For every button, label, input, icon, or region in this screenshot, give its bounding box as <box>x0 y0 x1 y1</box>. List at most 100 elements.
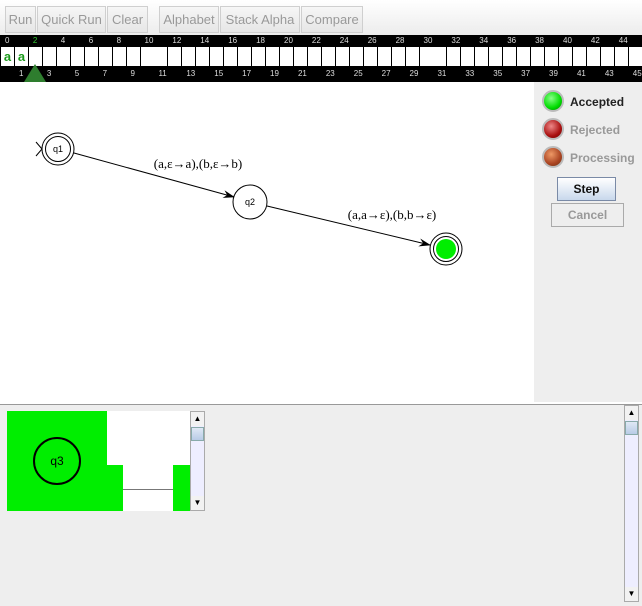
tape-cell[interactable] <box>42 47 56 66</box>
tape-index: 39 <box>549 69 558 78</box>
tape-index: 20 <box>284 36 293 45</box>
tape-cell[interactable] <box>586 47 600 66</box>
state-label: q2 <box>245 197 255 207</box>
tape-index: 31 <box>437 69 447 78</box>
tape-index: 28 <box>395 36 405 45</box>
tape-cell[interactable] <box>419 47 433 66</box>
transition-q1-q2 <box>73 152 235 198</box>
rejected-lamp-icon <box>542 118 564 140</box>
tape-cell[interactable] <box>210 47 224 66</box>
tape-cell[interactable] <box>614 47 628 66</box>
tape-index: 41 <box>576 69 586 78</box>
run-button[interactable]: Run <box>5 6 36 33</box>
toolbar: Run Quick Run Clear Alphabet Stack Alpha… <box>0 0 642 35</box>
tape-index: 15 <box>214 69 224 78</box>
tape-index: 43 <box>604 69 614 78</box>
cancel-button[interactable]: Cancel <box>551 203 624 227</box>
tape-cell[interactable] <box>628 47 642 66</box>
tape-cell[interactable] <box>224 47 238 66</box>
configuration-panel: q3 ▲▼ ▲▼ <box>0 404 642 606</box>
tape-cell[interactable] <box>112 47 126 66</box>
tape-cell[interactable] <box>559 47 572 66</box>
tape-cell[interactable] <box>238 47 252 66</box>
tape-index: 25 <box>353 69 363 78</box>
tape-index: 34 <box>479 36 489 45</box>
tape-cell[interactable]: a <box>14 47 28 66</box>
quick-run-button[interactable]: Quick Run <box>37 6 106 33</box>
tape-cell[interactable] <box>168 47 182 66</box>
step-button[interactable]: Step <box>557 177 616 201</box>
status-panel: Accepted Rejected Processing Step Cancel <box>534 82 642 402</box>
tape-cell[interactable] <box>475 47 489 66</box>
tape-cell[interactable] <box>126 47 140 66</box>
tape-cell[interactable] <box>600 47 614 66</box>
stack-alpha-button[interactable]: Stack Alpha <box>220 6 300 33</box>
tape-cell[interactable] <box>405 47 419 66</box>
tape-cell[interactable] <box>503 47 517 66</box>
tape-index: 38 <box>535 36 544 45</box>
tape-cell[interactable] <box>461 47 475 66</box>
tape-cell[interactable] <box>98 47 112 66</box>
preview-scrollbar[interactable]: ▲▼ <box>190 411 205 511</box>
tape-cell[interactable] <box>363 47 377 66</box>
tape-cell[interactable] <box>307 47 321 66</box>
tape-index: 42 <box>590 36 600 45</box>
tape-index: 21 <box>297 69 307 78</box>
tape-cell[interactable] <box>433 47 447 66</box>
tape-cell[interactable]: a <box>1 47 14 66</box>
tape-index: 35 <box>493 69 503 78</box>
tape-index: 2 <box>32 36 38 45</box>
tape-cell[interactable] <box>266 47 280 66</box>
tape-index: 10 <box>144 36 154 45</box>
tape-cell[interactable] <box>252 47 266 66</box>
state-q3-accepting <box>429 232 463 266</box>
automaton-canvas[interactable]: q1 q2 (a,ε→a),(b,ε→b) (a,a→ε),(b,b→ε) <box>0 82 534 402</box>
start-arrow-icon <box>35 141 43 157</box>
tape-cell[interactable] <box>349 47 363 66</box>
tape-index: 37 <box>521 69 531 78</box>
tape-index: 1 <box>18 69 24 78</box>
tape-cell[interactable] <box>196 47 210 66</box>
tape-head-icon <box>24 64 46 82</box>
tape-cell[interactable] <box>154 47 168 66</box>
clear-button[interactable]: Clear <box>107 6 148 33</box>
tape-index: 27 <box>381 69 391 78</box>
tape-cell[interactable] <box>70 47 84 66</box>
tape-index: 5 <box>74 69 80 78</box>
tape-cell[interactable] <box>84 47 98 66</box>
tape-cell[interactable] <box>182 47 196 66</box>
tape-cell[interactable] <box>531 47 545 66</box>
tape-index: 24 <box>339 36 349 45</box>
tape-cell[interactable] <box>572 47 586 66</box>
tape-index: 45 <box>632 69 642 78</box>
tape-index: 18 <box>256 36 265 45</box>
panel-scrollbar[interactable]: ▲▼ <box>624 405 639 602</box>
tape-cell[interactable] <box>293 47 307 66</box>
compare-button[interactable]: Compare <box>301 6 363 33</box>
transition-q2-q3 <box>266 205 431 247</box>
tape-index: 7 <box>102 69 108 78</box>
tape-index: 32 <box>451 36 461 45</box>
tape-index: 11 <box>158 69 167 78</box>
tape-cell[interactable] <box>321 47 335 66</box>
processing-label: Processing <box>570 151 635 165</box>
configuration-preview[interactable]: q3 <box>7 411 190 511</box>
tape-index: 44 <box>618 36 628 45</box>
alphabet-button[interactable]: Alphabet <box>159 6 219 33</box>
tape-cell[interactable] <box>517 47 531 66</box>
tape-cell[interactable] <box>447 47 461 66</box>
tape-cell[interactable] <box>140 47 154 66</box>
tape-cell[interactable] <box>377 47 391 66</box>
tape-cell[interactable] <box>56 47 70 66</box>
tape-cell[interactable] <box>489 47 503 66</box>
rejected-label: Rejected <box>570 123 621 137</box>
tape-cell[interactable] <box>391 47 405 66</box>
state-label: q1 <box>53 144 63 154</box>
tape-cell[interactable] <box>545 47 559 66</box>
tape-cell[interactable] <box>280 47 293 66</box>
tape-index: 19 <box>270 69 279 78</box>
tape-cell[interactable] <box>28 47 42 66</box>
tape-index: 6 <box>88 36 94 45</box>
tape-cell[interactable] <box>335 47 349 66</box>
